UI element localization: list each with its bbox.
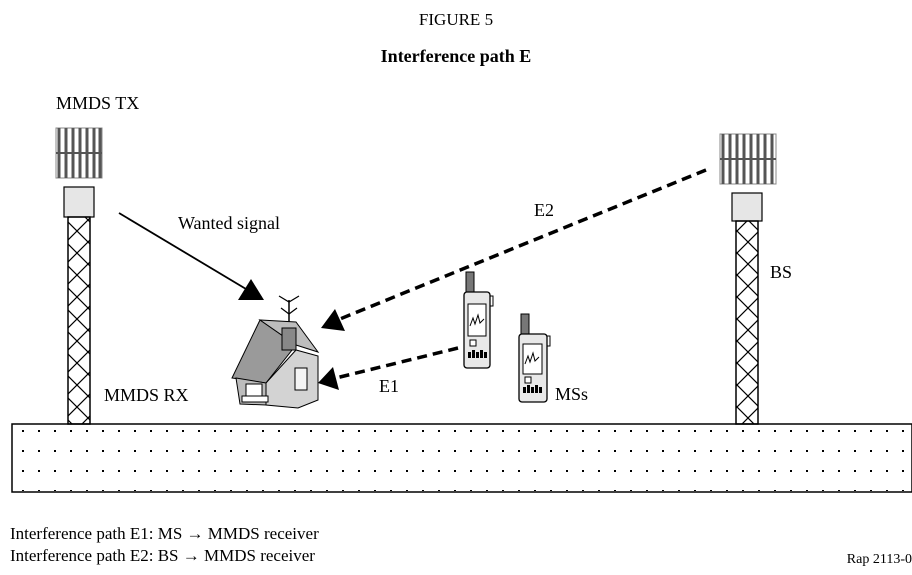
mss-label: MSs [555,384,588,404]
bs-label: BS [770,262,792,282]
footnote-e2: Interference path E2: BS → MMDS receiver [10,546,315,565]
mmds-tx-tower [55,127,103,425]
e1-interference-arrow [318,346,459,390]
mmds-tx-label: MMDS TX [56,93,139,113]
mmds-rx-label: MMDS RX [104,385,189,405]
bs-tower [719,133,777,425]
figure-number: FIGURE 5 [418,10,494,29]
e2-interference-arrow [321,168,707,331]
e1-label: E1 [379,376,399,396]
reference-code: Rap 2113-0 [846,552,912,567]
wanted-signal-arrow [118,212,264,300]
footnote-e1: Interference path E1: MS → MMDS receiver [10,524,319,543]
wanted-signal-label: Wanted signal [178,213,280,233]
mobile-station-1-icon [463,271,494,369]
house-icon [231,295,320,409]
e2-label: E2 [534,200,554,220]
mobile-station-2-icon [518,313,551,403]
ground [11,423,912,493]
bs-antenna [719,133,777,185]
mmds-tx-antenna [55,127,103,179]
figure-title: Interference path E [380,46,532,66]
